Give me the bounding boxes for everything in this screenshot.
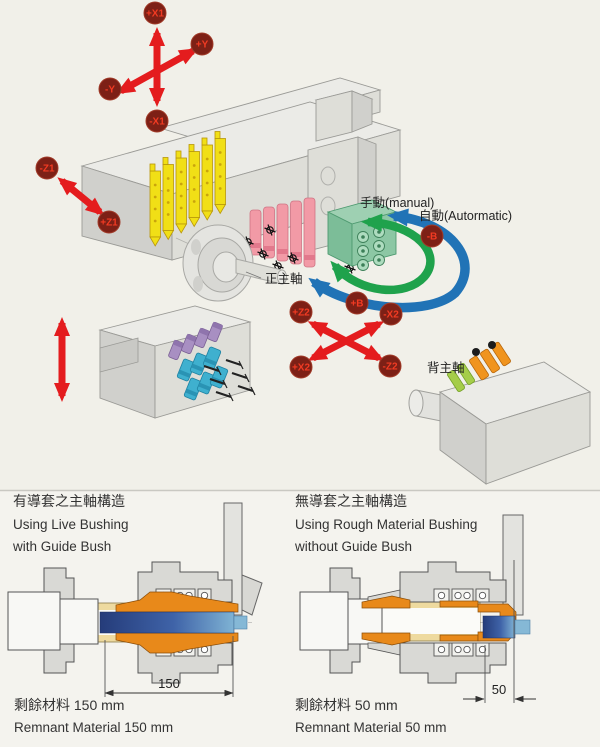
automatic-label: 自動(Autormatic)	[419, 209, 512, 223]
drill-bit-symbols	[203, 358, 256, 402]
badge-b-minus: -B	[420, 224, 444, 248]
badge-y-minus: -Y	[98, 77, 122, 101]
left-dimension: 150	[104, 636, 234, 697]
badge-z2-plus-label: +Z2	[292, 308, 310, 319]
left-title-zh: 有導套之主軸構造	[13, 493, 125, 509]
badge-x1-plus-label: +X1	[146, 9, 165, 20]
main-spindle-label: 正主軸	[265, 272, 303, 286]
badge-y-minus-label: -Y	[105, 85, 115, 96]
purple-tools	[168, 321, 224, 361]
badge-z2-minus: -Z2	[378, 354, 402, 378]
badge-b-minus-label: -B	[427, 232, 438, 243]
badge-z1-plus-label: +Z1	[100, 218, 118, 229]
badge-x1-minus: -X1	[145, 109, 169, 133]
right-title-en1: Using Rough Material Bushing	[295, 517, 477, 532]
badge-z2-plus: +Z2	[289, 300, 313, 324]
cyan-tools	[176, 346, 229, 401]
x2-z2-axis-arrows	[307, 320, 385, 362]
back-spindle-tools	[447, 341, 511, 393]
badge-x2-minus-label: -X2	[383, 310, 399, 321]
badge-z2-minus-label: -Z2	[383, 362, 398, 373]
remnant-bar	[482, 615, 516, 639]
left-dimension-value: 150	[158, 676, 180, 691]
badge-x2-plus: +X2	[289, 355, 313, 379]
badge-x1-plus: +X1	[143, 1, 167, 25]
main-spindle-leader-line	[245, 271, 262, 279]
z1-axis-arrow	[57, 177, 105, 216]
badge-x2-minus: -X2	[379, 302, 403, 326]
right-title-en2: without Guide Bush	[294, 539, 412, 554]
badge-x1-minus-label: -X1	[149, 117, 165, 128]
right-dimension: 50	[463, 560, 536, 703]
back-spindle-label: 背主軸	[427, 361, 465, 375]
right-section-view	[299, 514, 531, 684]
left-title-en1: Using Live Bushing	[13, 517, 129, 532]
bar-material	[99, 611, 235, 634]
main-spindle	[175, 224, 287, 302]
collet-bushing-upper	[115, 591, 239, 613]
badge-b-plus-label: +B	[350, 299, 363, 310]
badge-x2-plus-label: +X2	[292, 363, 311, 374]
badge-y-plus-label: +Y	[196, 40, 209, 51]
back-spindle-unit	[408, 341, 592, 485]
badge-z1-minus: -Z1	[35, 156, 59, 180]
badge-z1-minus-label: -Z1	[40, 164, 55, 175]
yellow-tool-combs	[149, 131, 227, 247]
right-title-zh: 無導套之主軸構造	[295, 493, 407, 509]
right-remnant-en: Remnant Material 50 mm	[295, 720, 447, 735]
left-remnant-en: Remnant Material 150 mm	[14, 720, 173, 735]
manual-label: 手動(manual)	[360, 196, 434, 210]
x1-y-axis-arrows	[115, 26, 199, 107]
collet-bushing-lower	[115, 632, 239, 654]
badge-b-plus: +B	[345, 291, 369, 315]
sub-tool-unit	[98, 305, 256, 419]
right-remnant-zh: 剩餘材料 50 mm	[295, 697, 398, 713]
left-section-view	[7, 502, 263, 684]
left-remnant-zh: 剩餘材料 150 mm	[14, 697, 124, 713]
left-title-en2: with Guide Bush	[12, 539, 111, 554]
badge-y-plus: +Y	[190, 32, 214, 56]
badge-z1-plus: +Z1	[97, 210, 121, 234]
right-dimension-value: 50	[492, 682, 506, 697]
